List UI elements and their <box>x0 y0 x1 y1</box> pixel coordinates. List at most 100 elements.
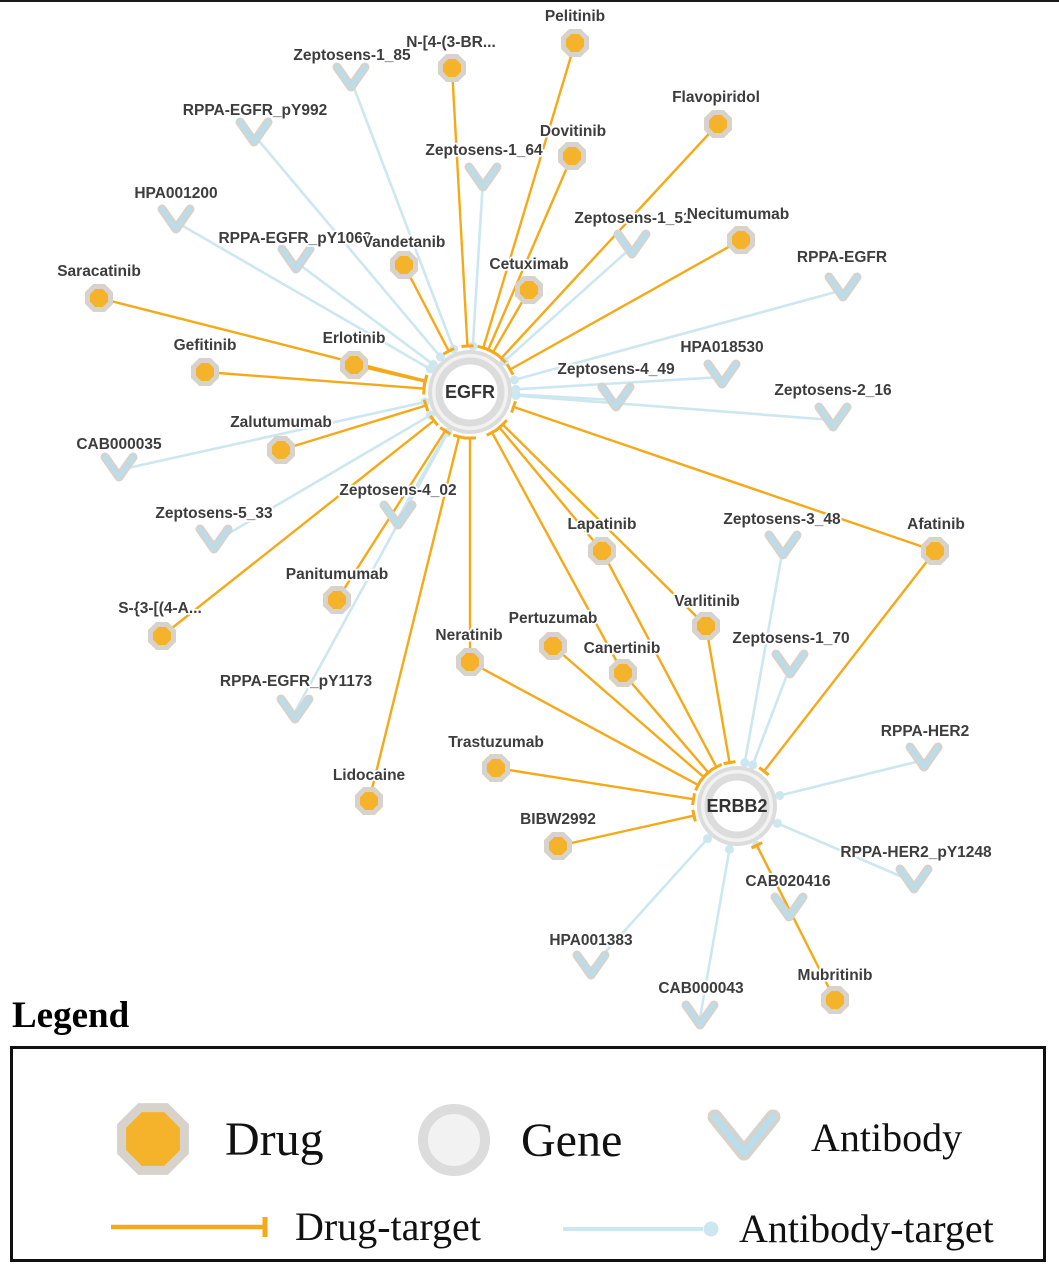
drug-node-necitumumab[interactable] <box>727 226 755 254</box>
antibody-node-rppa-her2-py1248[interactable] <box>895 864 933 894</box>
drug-label-dovitinib: Dovitinib <box>540 123 606 140</box>
drug-target-edge <box>367 436 461 802</box>
antibody-node-hpa001383[interactable] <box>572 950 610 980</box>
drug-label-necitumumab: Necitumumab <box>687 206 790 223</box>
drug-node-lidocaine[interactable] <box>355 787 383 815</box>
drug-node-mubritinib[interactable] <box>821 986 849 1014</box>
antibody-label-cab020416: CAB020416 <box>745 873 831 890</box>
antibody-node-zeptosens-1-51[interactable] <box>613 229 651 259</box>
drug-node-dovitinib[interactable] <box>558 142 586 170</box>
antibody-node-rppa-egfr-py1068[interactable] <box>277 244 315 274</box>
chevron-down-icon-inner <box>381 502 415 528</box>
chevron-down-icon-inner <box>816 404 850 430</box>
antibody-node-cab000043[interactable] <box>681 1000 719 1030</box>
antibody-edge-dot <box>772 818 782 828</box>
legend-item-gene: Gene <box>413 1099 622 1181</box>
drug-node-vandetanib[interactable] <box>390 251 418 279</box>
drug-node-pertuzumab[interactable] <box>539 632 567 660</box>
antibody-node-zeptosens-4-49[interactable] <box>597 382 635 412</box>
antibody-node-rppa-egfr-py1173[interactable] <box>276 694 314 724</box>
drug-node-panitumumab[interactable] <box>323 586 351 614</box>
antibody-target-edge <box>515 375 723 391</box>
antibody-node-zeptosens-3-48[interactable] <box>764 530 802 560</box>
drug-target-edge <box>450 67 469 347</box>
antibody-node-zeptosens-1-64[interactable] <box>464 162 502 192</box>
chevron-down-icon-inner <box>773 651 807 677</box>
antibody-node-hpa018530[interactable] <box>703 359 741 389</box>
antibody-edge-dot <box>703 834 713 844</box>
antibody-target-edge <box>295 260 434 366</box>
antibody-label-zeptosens-2-16: Zeptosens-2_16 <box>774 382 892 399</box>
drug-node-varlitinib[interactable] <box>692 612 720 640</box>
chevron-down-icon-inner <box>102 454 136 480</box>
drug-edge-tee <box>691 792 696 806</box>
drug-node-s-3-4-a[interactable] <box>148 622 176 650</box>
antibody-node-zeptosens-1-85[interactable] <box>332 62 370 92</box>
gene-node-egfr[interactable] <box>428 350 512 434</box>
gene-node-erbb2[interactable] <box>697 766 777 846</box>
antibody-edge-dot <box>724 844 734 854</box>
antibody-node-hpa001200[interactable] <box>157 204 195 234</box>
drug-label-panitumumab: Panitumumab <box>286 566 388 583</box>
drug-node-flavopiridol[interactable] <box>704 110 732 138</box>
drug-node-bibw2992[interactable] <box>544 832 572 860</box>
legend-item-drug: Drug <box>109 1095 324 1183</box>
antibody-node-cab000035[interactable] <box>100 452 138 482</box>
gene-ring-inner <box>435 357 505 427</box>
drug-target-edge <box>755 844 837 1001</box>
antibody-target-edge <box>471 179 485 347</box>
drug-target-edge <box>98 296 426 382</box>
chevron-down-icon-inner <box>574 952 608 978</box>
drug-node-n-4-3-br[interactable] <box>438 54 466 82</box>
drug-label-pertuzumab: Pertuzumab <box>509 610 598 627</box>
drug-label-gefitinib: Gefitinib <box>174 337 237 354</box>
drug-label-afatinib: Afatinib <box>907 516 965 533</box>
drug-edge-tee <box>429 414 439 427</box>
antibody-node-zeptosens-1-70[interactable] <box>771 649 809 679</box>
drug-target-edge <box>498 426 603 552</box>
drug-edge-tee <box>486 428 498 437</box>
drug-edge-tee <box>439 426 452 436</box>
antibody-node-rppa-her2[interactable] <box>905 742 943 772</box>
gene-label-egfr: EGFR <box>445 382 495 402</box>
antibody-label-zeptosens-4-49: Zeptosens-4_49 <box>557 361 675 378</box>
drug-node-erlotinib[interactable] <box>340 351 368 379</box>
antibody-label-cab000035: CAB000035 <box>76 436 162 453</box>
chevron-down-icon-inner <box>237 119 271 145</box>
antibody-label-rppa-her2-py1248: RPPA-HER2_pY1248 <box>840 844 992 861</box>
antibody-node-zeptosens-5-33[interactable] <box>195 524 233 554</box>
antibody-node-rppa-egfr[interactable] <box>824 272 862 302</box>
drug-node-pelitinib[interactable] <box>561 29 589 57</box>
antibody-node-zeptosens-2-16[interactable] <box>814 402 852 432</box>
antibody-edge-dot <box>775 790 785 800</box>
drug-target-edge <box>501 423 707 627</box>
drug-node-canertinib[interactable] <box>609 659 637 687</box>
antibody-target-edge <box>779 758 925 797</box>
drug-edge-tee <box>422 399 430 412</box>
gene-label-erbb2: ERBB2 <box>706 796 767 816</box>
drug-node-lapatinib[interactable] <box>588 537 616 565</box>
antibody-target-edge <box>515 394 834 422</box>
drug-node-zalutumumab[interactable] <box>267 436 295 464</box>
antibody-node-rppa-egfr-py992[interactable] <box>235 117 273 147</box>
chevron-down-icon-inner <box>907 744 941 770</box>
drug-node-neratinib[interactable] <box>456 648 484 676</box>
antibody-node-cab020416[interactable] <box>770 892 808 922</box>
antibody-label-rppa-her2: RPPA-HER2 <box>881 723 969 740</box>
antibody-label-zeptosens-1-85: Zeptosens-1_85 <box>293 47 411 64</box>
drug-node-trastuzumab[interactable] <box>482 754 510 782</box>
antibody-edge-dot <box>511 391 521 401</box>
antibody-label-zeptosens-3-48: Zeptosens-3_48 <box>723 511 841 528</box>
antibody-node-zeptosens-4-02[interactable] <box>379 500 417 530</box>
drug-node-gefitinib[interactable] <box>191 358 219 386</box>
antibody-target-edge <box>503 246 633 363</box>
drug-node-cetuximab[interactable] <box>515 276 543 304</box>
drug-label-pelitinib: Pelitinib <box>545 8 605 25</box>
gene-node-icon <box>418 1104 490 1176</box>
antibody-target-edge <box>751 666 792 766</box>
drug-label-n-4-3-br: N-[4-(3-BR... <box>406 34 496 51</box>
antibody-target-edge <box>698 849 731 1019</box>
antibody-target-edge <box>515 393 617 402</box>
drug-node-afatinib[interactable] <box>921 537 949 565</box>
drug-node-saracatinib[interactable] <box>85 284 113 312</box>
